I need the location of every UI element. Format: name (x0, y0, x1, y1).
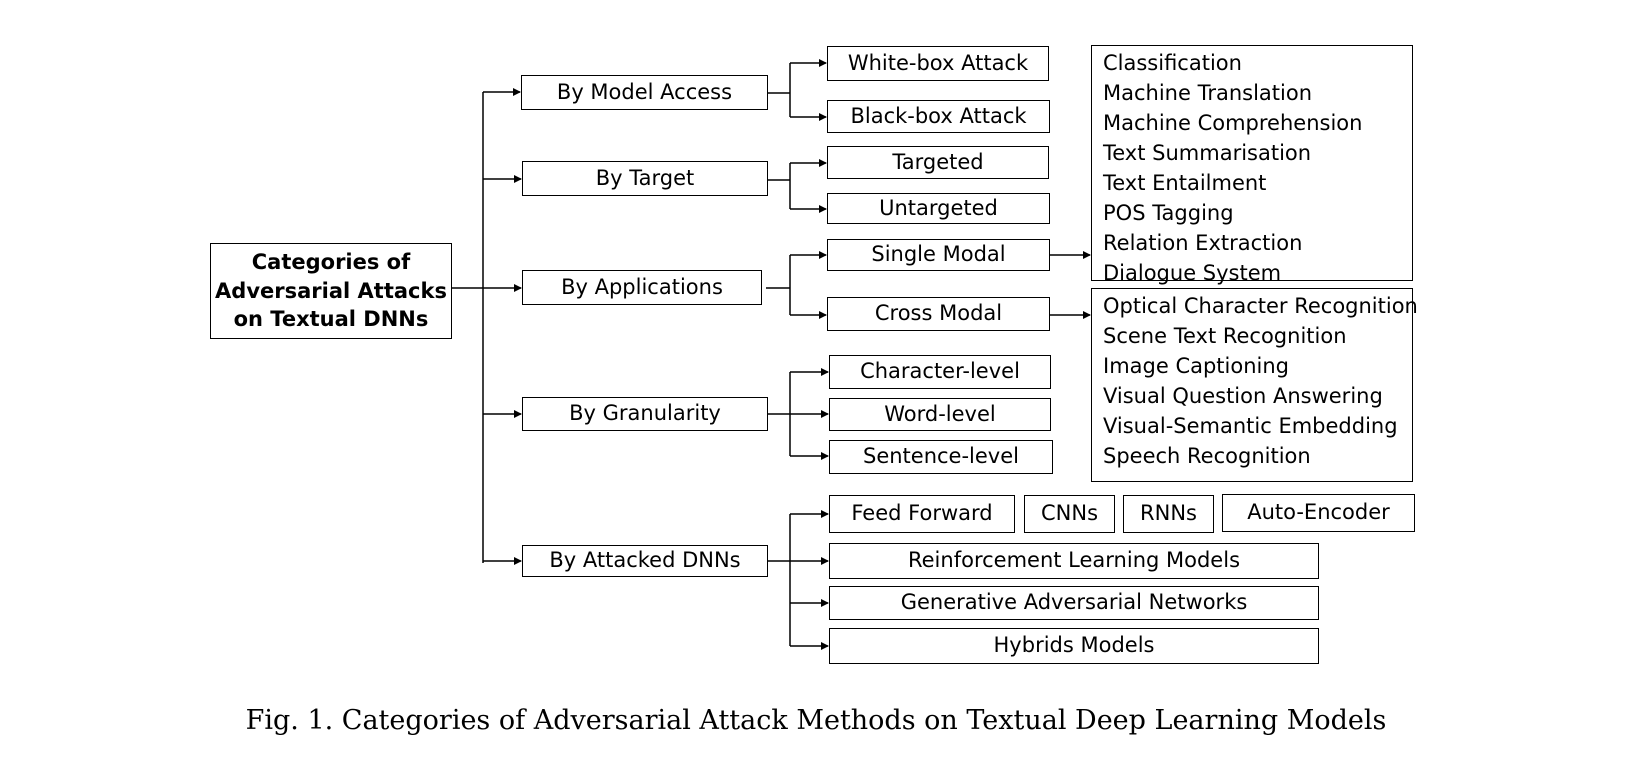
root-label-line2: Adversarial Attacks (215, 278, 447, 303)
cross-modal-task-list: Optical Character Recognition Scene Text… (1091, 288, 1418, 482)
root-node: Categories of Adversarial Attacks on Tex… (210, 243, 452, 339)
node-single-modal: Single Modal (827, 239, 1050, 271)
node-by-applications: By Applications (522, 270, 762, 305)
list-item: Image Captioning (1103, 354, 1290, 378)
list-item: Dialogue System (1103, 261, 1282, 285)
node-targeted: Targeted (827, 146, 1049, 179)
list-item: POS Tagging (1103, 201, 1234, 225)
node-generative-adversarial-networks: Generative Adversarial Networks (829, 586, 1319, 620)
node-cross-modal: Cross Modal (827, 297, 1050, 331)
node-rnns: RNNs (1123, 495, 1214, 533)
figure-caption: Fig. 1. Categories of Adversarial Attack… (245, 705, 1387, 736)
list-item: Scene Text Recognition (1103, 324, 1347, 348)
node-hybrids-models: Hybrids Models (829, 628, 1319, 664)
node-black-box-attack: Black-box Attack (827, 100, 1050, 133)
root-label-line1: Categories of (251, 250, 411, 275)
node-untargeted: Untargeted (827, 193, 1050, 224)
node-by-attacked-dnns: By Attacked DNNs (522, 545, 768, 577)
list-item: Visual Question Answering (1103, 384, 1383, 408)
node-character-level: Character-level (829, 355, 1051, 389)
list-item: Machine Translation (1103, 81, 1313, 105)
list-item: Speech Recognition (1103, 444, 1311, 468)
list-item: Text Entailment (1103, 171, 1267, 195)
node-feed-forward: Feed Forward (829, 495, 1015, 533)
list-item: Text Summarisation (1103, 141, 1312, 165)
node-auto-encoder: Auto-Encoder (1222, 494, 1415, 532)
node-cnns: CNNs (1024, 495, 1115, 533)
node-white-box-attack: White-box Attack (827, 46, 1049, 81)
list-item: Machine Comprehension (1103, 111, 1363, 135)
node-reinforcement-learning-models: Reinforcement Learning Models (829, 543, 1319, 579)
list-item: Relation Extraction (1103, 231, 1303, 255)
list-item: Optical Character Recognition (1103, 294, 1418, 318)
node-sentence-level: Sentence-level (829, 440, 1053, 474)
root-label-line3: on Textual DNNs (233, 307, 429, 332)
single-modal-task-list: Classification Machine Translation Machi… (1091, 45, 1413, 285)
node-word-level: Word-level (829, 398, 1051, 431)
node-by-model-access: By Model Access (521, 75, 768, 110)
node-by-target: By Target (522, 161, 768, 196)
list-item: Visual-Semantic Embedding (1103, 414, 1398, 438)
list-item: Classification (1103, 51, 1242, 75)
node-by-granularity: By Granularity (522, 397, 768, 431)
